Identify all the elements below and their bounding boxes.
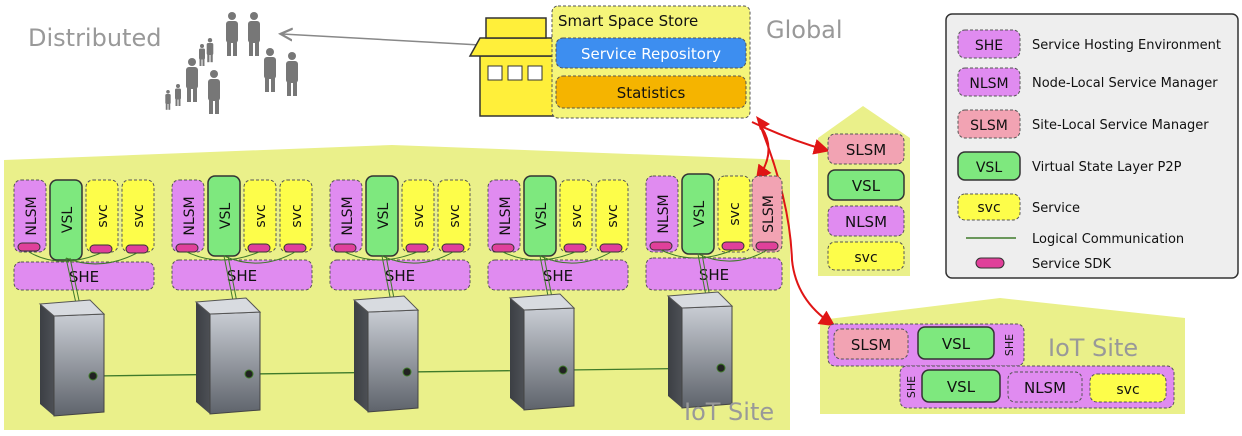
legend-vsl-text: Virtual State Layer P2P [1032,160,1182,175]
iot-site-main-label: IoT Site [684,398,774,426]
node-5: NLSM VSL svc SLSM SHE [645,173,783,370]
store-title: Smart Space Store [558,12,698,30]
legend-nlsm-text: Node-Local Service Manager [1032,76,1218,91]
store-back-arrowhead [756,116,770,130]
legend-svc-abbr: svc [977,200,1000,216]
legend-she-abbr: SHE [975,38,1003,54]
node-1-nlsm: NLSM [24,196,40,235]
legend-comm-text: Logical Communication [1032,232,1184,247]
node-4-svc-b: svc [605,204,621,227]
store-to-site-right-arrow [759,124,836,327]
node-3-she: SHE [385,267,415,285]
legend-nlsm-abbr: NLSM [969,76,1008,92]
iot-site-right-label: IoT Site [1048,334,1138,362]
small-site-slsm: SLSM [846,141,886,159]
service-repository-box [555,37,747,69]
node-2-vsl: VSL [218,203,234,229]
legend-she-text: Service Hosting Environment [1032,38,1221,53]
right-site-she-bottom: SHE [905,376,918,398]
small-site-vsl: VSL [852,177,881,195]
node-1-svc-b: svc [131,204,147,227]
right-site-svc: svc [1116,382,1139,398]
small-site-nlsm: NLSM [845,213,887,231]
statistics-label: Statistics [617,84,686,102]
global-label: Global [766,16,843,44]
server-icon [38,299,106,417]
node-5-svc: svc [727,202,743,225]
node-4: NLSM VSL svc svc SHE [487,175,629,372]
small-site-svc: svc [854,250,877,266]
right-site-nlsm: NLSM [1024,379,1066,397]
node-4-svc-a: svc [569,204,585,227]
legend-slsm-abbr: SLSM [970,118,1008,134]
legend: SHE Service Hosting Environment NLSM Nod… [945,13,1239,279]
right-site: SLSM VSL SHE SHE VSL NLSM svc [827,323,1175,409]
node-2-she: SHE [227,267,257,285]
node-3-svc-a: svc [411,204,427,227]
node-4-she: SHE [543,267,573,285]
node-1-svc-a: svc [95,204,111,227]
right-site-vsl-top: VSL [942,335,971,353]
node-5-vsl: VSL [692,201,708,227]
service-repository-label: Service Repository [581,45,721,63]
node-2-nlsm: NLSM [182,196,198,235]
node-2-svc-b: svc [289,204,305,227]
node-1-she: SHE [69,268,99,286]
node-5-slsm: SLSM [761,195,777,233]
server-icon [666,291,734,409]
node-2-svc-a: svc [253,204,269,227]
legend-vsl-abbr: VSL [976,160,1002,176]
distributed-label: Distributed [28,24,161,52]
node-3: NLSM VSL svc svc SHE [329,175,471,374]
node-1-vsl: VSL [60,207,76,233]
node-1: NLSM VSL svc svc SHE [13,179,155,377]
legend-sdk-pill [975,257,1005,269]
node-4-nlsm: NLSM [498,196,514,235]
people-group-icon [165,12,298,114]
node-3-nlsm: NLSM [340,196,356,235]
node-4-vsl: VSL [534,203,550,229]
right-site-she-top: SHE [1003,334,1016,356]
legend-svc-text: Service [1032,201,1080,216]
right-site-vsl-bottom: VSL [947,378,976,396]
store-building-icon [468,17,568,117]
small-site-stack: SLSM VSL NLSM svc [827,133,905,271]
right-site-slsm: SLSM [851,336,891,354]
server-icon [352,295,420,413]
legend-sdk-text: Service SDK [1032,257,1111,272]
node-5-nlsm: NLSM [656,194,672,233]
statistics-box [555,75,747,109]
server-icon [194,297,262,415]
legend-slsm-text: Site-Local Service Manager [1032,118,1209,133]
store-to-users-arrow [282,34,481,46]
node-3-svc-b: svc [447,204,463,227]
node-3-vsl: VSL [376,203,392,229]
server-icon [508,293,576,411]
node-2: NLSM VSL svc svc SHE [171,175,313,376]
